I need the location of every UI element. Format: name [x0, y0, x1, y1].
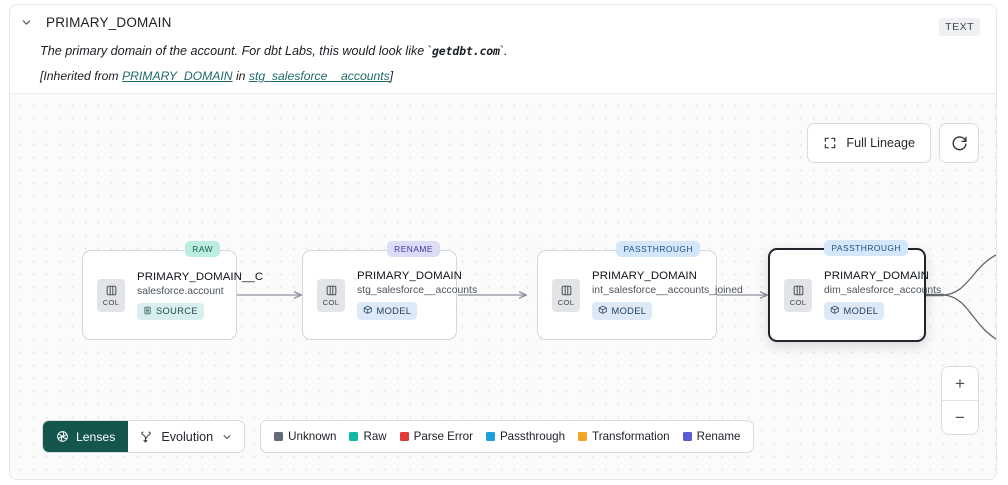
legend-swatch — [578, 432, 588, 441]
lenses-label: Lenses — [76, 429, 116, 444]
cube-icon — [363, 305, 373, 317]
legend-label: Passthrough — [499, 430, 566, 443]
refresh-icon — [951, 135, 968, 152]
description-suffix: `. — [499, 44, 508, 58]
column-icon: COL — [784, 278, 812, 312]
node-dataset-name: stg_salesforce__accounts — [357, 285, 478, 297]
lineage-node[interactable]: PASSTHROUGH COL PRIMARY_DOMAIN int_sales… — [537, 241, 743, 340]
inherited-middle: in — [232, 69, 249, 83]
zoom-controls: + − — [941, 366, 979, 435]
legend-item-parse-error: Parse Error — [399, 430, 473, 443]
zoom-in-button[interactable]: + — [942, 367, 978, 400]
evolution-icon — [139, 430, 153, 444]
cube-icon — [598, 305, 608, 317]
legend-swatch — [682, 432, 692, 441]
canvas-top-controls: Full Lineage — [807, 123, 979, 163]
node-kind-badge: RENAME — [387, 241, 440, 257]
refresh-button[interactable] — [939, 123, 979, 163]
zoom-divider — [942, 400, 978, 401]
legend-item-unknown: Unknown — [274, 430, 336, 443]
column-badge-label: COL — [102, 297, 120, 307]
canvas-bottom-bar: Lenses Evolution Unknown — [42, 420, 755, 453]
column-badge-label: COL — [789, 297, 807, 307]
lineage-node-selected[interactable]: PASSTHROUGH COL PRIMARY_DOMAIN dim_sales… — [768, 240, 942, 342]
lineage-node[interactable]: RENAME COL PRIMARY_DOMAIN stg_salesforce… — [302, 241, 478, 340]
page-title: PRIMARY_DOMAIN — [46, 14, 172, 30]
node-kind-badge: RAW — [185, 241, 220, 257]
legend-label: Raw — [363, 430, 387, 443]
legend-item-passthrough: Passthrough — [485, 430, 566, 443]
inherited-column-link[interactable]: PRIMARY_DOMAIN — [121, 69, 233, 83]
expand-corners-icon — [823, 136, 837, 150]
chevron-down-icon — [221, 431, 233, 443]
column-description: The primary domain of the account. For d… — [10, 43, 996, 60]
lineage-node[interactable]: RAW COL PRIMARY_DOMAIN__C salesforce.acc… — [82, 241, 264, 340]
node-dataset-name: dim_salesforce_accounts — [824, 285, 942, 297]
node-column-name: PRIMARY_DOMAIN — [357, 270, 462, 283]
column-type-badge: TEXT — [939, 18, 980, 36]
full-lineage-label: Full Lineage — [846, 136, 915, 150]
cube-icon — [830, 305, 840, 317]
inherited-suffix: ] — [389, 69, 394, 83]
node-type-badge: MODEL — [592, 302, 653, 320]
inherited-from-note: [Inherited from PRIMARY_DOMAIN in stg_sa… — [10, 68, 996, 85]
legend-swatch — [399, 432, 409, 441]
database-icon — [143, 306, 152, 317]
legend-label: Transformation — [592, 430, 670, 443]
description-prefix: The primary domain of the account. For d… — [40, 44, 432, 58]
inherited-prefix: [Inherited from — [40, 69, 122, 83]
column-detail-panel: PRIMARY_DOMAIN TEXT The primary domain o… — [9, 4, 997, 480]
legend-label: Rename — [696, 430, 741, 443]
legend-item-transformation: Transformation — [578, 430, 670, 443]
evolution-label: Evolution — [161, 429, 214, 444]
chevron-down-icon[interactable] — [18, 14, 34, 30]
node-type-label: MODEL — [843, 306, 879, 316]
legend-swatch — [349, 432, 359, 441]
legend-label: Parse Error — [413, 430, 473, 443]
inherited-source-link[interactable]: stg_salesforce__accounts — [248, 69, 390, 83]
legend-swatch — [274, 432, 284, 441]
node-column-name: PRIMARY_DOMAIN — [592, 270, 697, 283]
lineage-canvas[interactable]: Full Lineage RAW COL PRIMARY_DOMAIN__C s… — [10, 93, 996, 479]
legend-label: Unknown — [288, 430, 337, 443]
lens-selector: Lenses Evolution — [42, 420, 246, 453]
node-dataset-name: salesforce.account — [137, 285, 224, 297]
column-badge-label: COL — [557, 297, 575, 307]
node-type-badge: SOURCE — [137, 302, 204, 320]
node-type-label: SOURCE — [156, 306, 198, 316]
legend-swatch — [485, 432, 495, 441]
node-column-name: PRIMARY_DOMAIN__C — [137, 270, 264, 283]
node-type-label: MODEL — [611, 306, 647, 316]
column-icon: COL — [97, 278, 125, 312]
node-type-badge: MODEL — [824, 302, 885, 320]
evolution-dropdown[interactable]: Evolution — [128, 421, 245, 452]
node-kind-badge: PASSTHROUGH — [824, 240, 908, 256]
legend-item-raw: Raw — [349, 430, 387, 443]
zoom-out-button[interactable]: − — [942, 401, 978, 434]
node-column-name: PRIMARY_DOMAIN — [824, 270, 929, 283]
description-code: getdbt.com — [432, 44, 500, 58]
column-badge-label: COL — [322, 297, 340, 307]
aperture-icon — [56, 430, 69, 443]
node-dataset-name: int_salesforce__accounts_joined — [592, 285, 743, 297]
lenses-button[interactable]: Lenses — [43, 421, 129, 452]
column-icon: COL — [552, 278, 580, 312]
node-type-label: MODEL — [376, 306, 412, 316]
full-lineage-button[interactable]: Full Lineage — [807, 123, 931, 163]
legend-item-rename: Rename — [682, 430, 741, 443]
node-kind-badge: PASSTHROUGH — [616, 241, 700, 257]
lineage-legend: Unknown Raw Parse Error Passthrough Tran… — [260, 420, 755, 453]
node-type-badge: MODEL — [357, 302, 418, 320]
panel-header: PRIMARY_DOMAIN TEXT The primary domain o… — [10, 5, 996, 92]
column-icon: COL — [317, 278, 345, 312]
